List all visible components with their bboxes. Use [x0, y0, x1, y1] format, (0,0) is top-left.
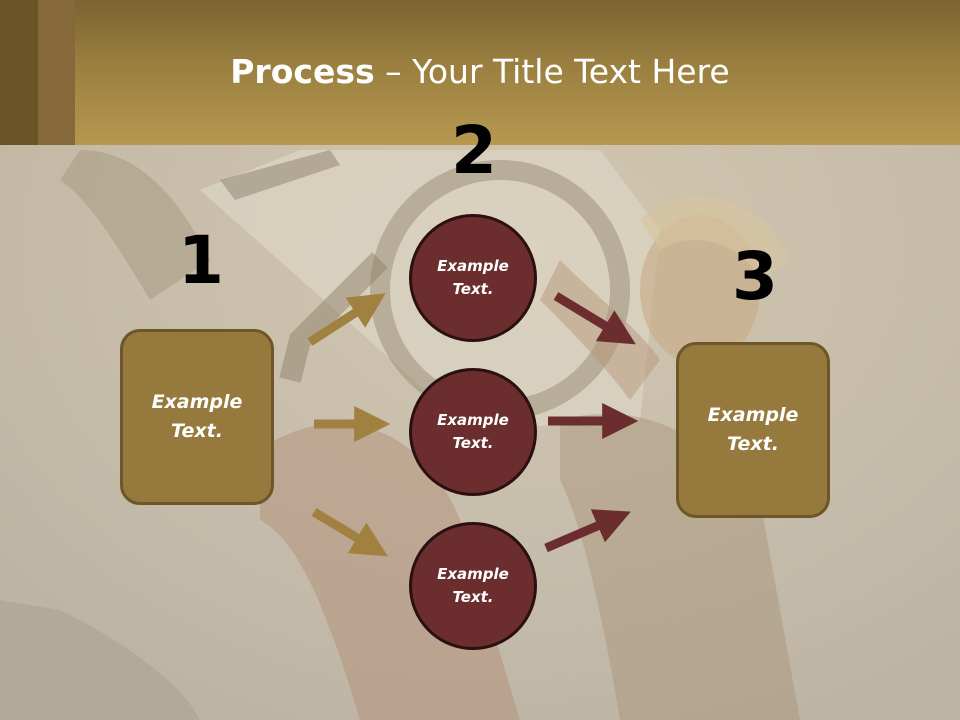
header-accent-strip	[0, 0, 38, 145]
process-circle-1-text: Example Text.	[437, 257, 509, 298]
step-box-start: Example Text.	[120, 329, 274, 505]
slide-title: Process – Your Title Text Here	[0, 52, 960, 91]
title-bold: Process	[230, 52, 375, 91]
step-box-end-text: Example Text.	[707, 404, 799, 455]
process-circle-2-text: Example Text.	[437, 411, 509, 452]
title-rest: – Your Title Text Here	[374, 52, 730, 91]
process-circle-2: Example Text.	[409, 368, 537, 496]
header-bar	[0, 0, 960, 145]
process-circle-3: Example Text.	[409, 522, 537, 650]
step-box-end: Example Text.	[676, 342, 830, 518]
process-circle-1: Example Text.	[409, 214, 537, 342]
step-number-1: 1	[178, 222, 224, 299]
step-number-3: 3	[732, 238, 778, 315]
header-accent-strip	[38, 0, 75, 145]
step-number-2: 2	[451, 112, 497, 189]
step-box-start-text: Example Text.	[151, 391, 243, 442]
process-circle-3-text: Example Text.	[437, 565, 509, 606]
